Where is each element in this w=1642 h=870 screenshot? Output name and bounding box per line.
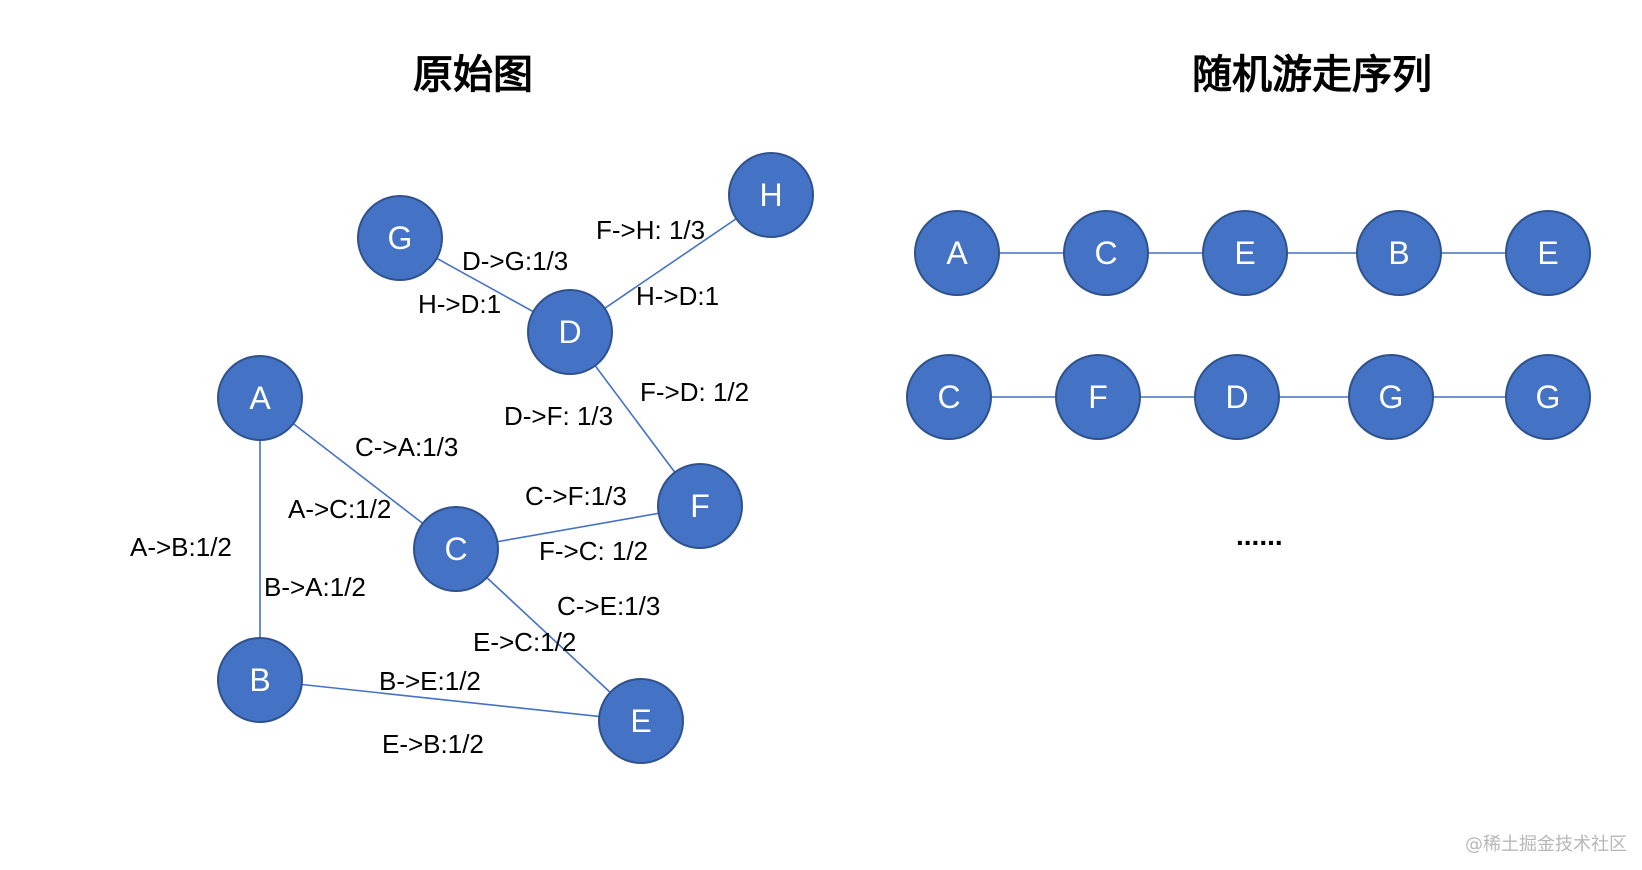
node-label: A xyxy=(946,235,968,271)
graph-nodes: A B C D E F G H xyxy=(217,152,814,764)
edge-label: D->F: 1/3 xyxy=(504,401,613,431)
node-circle xyxy=(1194,354,1280,440)
edge-labels: D->G:1/3H->D:1 F->H: 1/3H->D:1F->D: 1/2D-… xyxy=(130,215,749,759)
random-walk-title: 随机游走序列 xyxy=(1192,52,1432,98)
sequence-node: G xyxy=(1505,354,1591,440)
node-D: D xyxy=(527,289,613,375)
node-label: E xyxy=(1234,235,1255,271)
node-label: G xyxy=(1379,379,1404,415)
node-circle xyxy=(1505,210,1591,296)
node-label: C xyxy=(937,379,960,415)
edge-label: H->D:1 xyxy=(418,289,501,319)
node-label: F xyxy=(690,488,710,524)
sequence-node: F xyxy=(1055,354,1141,440)
walk-sequences: A C E B E C F D G G xyxy=(906,210,1591,440)
sequence-node: C xyxy=(906,354,992,440)
node-label: G xyxy=(1536,379,1561,415)
node-circle xyxy=(1055,354,1141,440)
sequence-node: C xyxy=(1063,210,1149,296)
node-label: C xyxy=(1094,235,1117,271)
node-circle xyxy=(357,195,443,281)
node-label: F xyxy=(1088,379,1108,415)
sequence-node: E xyxy=(1505,210,1591,296)
edge-label: F->H: 1/3 xyxy=(596,215,705,245)
original-graph-title: 原始图 xyxy=(413,52,533,98)
node-label: B xyxy=(249,662,270,698)
node-G: G xyxy=(357,195,443,281)
node-circle xyxy=(728,152,814,238)
node-label: H xyxy=(759,177,782,213)
node-circle xyxy=(914,210,1000,296)
node-label: C xyxy=(444,531,467,567)
node-circle xyxy=(906,354,992,440)
sequence-node: A xyxy=(914,210,1000,296)
edge-label: C->A:1/3 xyxy=(355,432,458,462)
node-circle xyxy=(1063,210,1149,296)
edge-label: C->E:1/3 xyxy=(557,591,660,621)
node-circle xyxy=(527,289,613,375)
node-circle xyxy=(657,463,743,549)
edge-label: A->B:1/2 xyxy=(130,532,232,562)
node-label: D xyxy=(1225,379,1248,415)
edge-label: A->C:1/2 xyxy=(288,494,391,524)
edge-label: B->A:1/2 xyxy=(264,572,366,602)
edge-label: C->F:1/3 xyxy=(525,481,627,511)
node-circle xyxy=(1348,354,1434,440)
sequence-node: G xyxy=(1348,354,1434,440)
node-circle xyxy=(217,355,303,441)
sequence-node: E xyxy=(1202,210,1288,296)
edge-B-E xyxy=(259,679,642,722)
node-circle xyxy=(217,637,303,723)
node-H: H xyxy=(728,152,814,238)
node-label: G xyxy=(388,220,413,256)
edge-label: D->G:1/3 xyxy=(462,246,568,276)
sequence-node: D xyxy=(1194,354,1280,440)
node-label: E xyxy=(1537,235,1558,271)
node-E: E xyxy=(598,678,684,764)
watermark: @稀土掘金技术社区 xyxy=(1465,834,1627,855)
edge-label: B->E:1/2 xyxy=(379,666,481,696)
node-A: A xyxy=(217,355,303,441)
edge-label: H->D:1 xyxy=(636,281,719,311)
node-label: A xyxy=(249,380,271,416)
node-circle xyxy=(1505,354,1591,440)
more-sequences-ellipsis: ...... xyxy=(1236,520,1283,551)
node-label: B xyxy=(1388,235,1409,271)
node-circle xyxy=(1202,210,1288,296)
node-circle xyxy=(1356,210,1442,296)
node-F: F xyxy=(657,463,743,549)
node-circle xyxy=(598,678,684,764)
node-C: C xyxy=(413,506,499,592)
node-label: D xyxy=(558,314,581,350)
edge-label: E->B:1/2 xyxy=(382,729,484,759)
node-B: B xyxy=(217,637,303,723)
edge-label: E->C:1/2 xyxy=(473,627,576,657)
edge-label: F->C: 1/2 xyxy=(539,536,648,566)
edge-label: F->D: 1/2 xyxy=(640,377,749,407)
node-circle xyxy=(413,506,499,592)
node-label: E xyxy=(630,703,651,739)
sequence-node: B xyxy=(1356,210,1442,296)
